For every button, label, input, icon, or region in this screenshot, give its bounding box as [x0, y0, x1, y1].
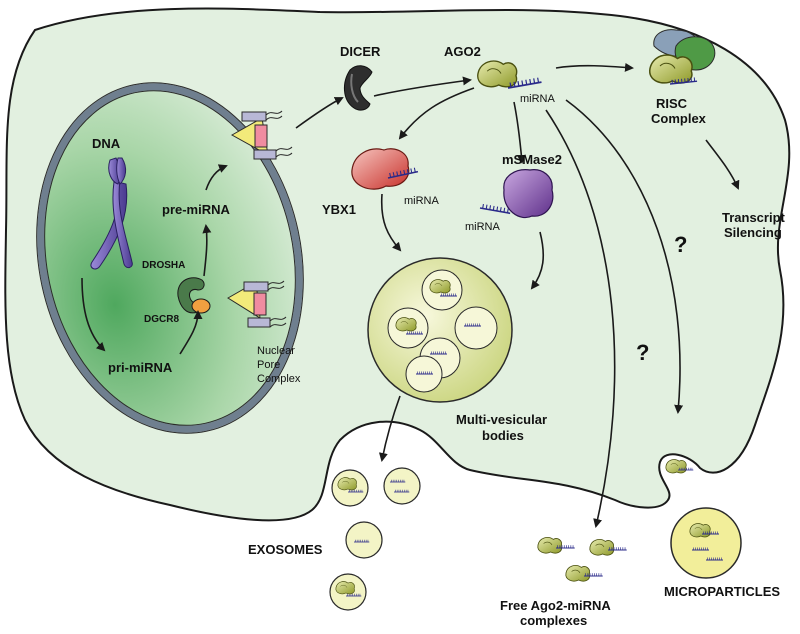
label-nuclear-pore-1: Nuclear	[257, 345, 295, 357]
arrow-drosha-to-pre	[202, 224, 212, 277]
question-mark-free: ?	[636, 340, 649, 365]
ybx1-protein-icon	[351, 148, 410, 190]
free-ago2-mirna-complexes	[537, 537, 628, 582]
label-risc-1: RISC	[656, 96, 688, 111]
msmase2-protein-icon	[503, 169, 554, 219]
question-mark-microparticle: ?	[674, 232, 687, 257]
budding-microparticle	[665, 459, 694, 474]
label-free-2: complexes	[520, 613, 587, 628]
ago2-protein-icon	[477, 60, 518, 88]
multivesicular-body	[367, 257, 513, 403]
arrow-dna-to-pri	[81, 277, 106, 352]
label-risc-2: Complex	[651, 111, 707, 126]
label-dna: DNA	[92, 136, 121, 151]
arrow-pri-to-dgcr8	[179, 310, 203, 355]
label-mirna-ago2: miRNA	[520, 93, 555, 105]
nuclear-pore-complex-lower	[227, 280, 287, 328]
arrow-ago2-to-free	[545, 109, 616, 528]
dna-chromosome-icon	[90, 157, 133, 270]
label-mvb-1: Multi-vesicular	[456, 412, 547, 427]
label-mirna-msmase2: miRNA	[465, 221, 500, 233]
label-msmase2: mSMase2	[502, 152, 562, 167]
label-drosha: DROSHA	[142, 260, 185, 271]
arrow-dicer-to-ago2	[373, 76, 472, 97]
label-dgcr8: DGCR8	[144, 314, 179, 325]
label-nuclear-pore-2: Pore	[257, 359, 280, 371]
pathway-arrows	[81, 62, 740, 528]
label-transcript-2: Silencing	[724, 225, 782, 240]
label-mvb-2: bodies	[482, 428, 524, 443]
label-ybx1: YBX1	[322, 202, 356, 217]
arrow-ago2-to-microparticle	[565, 99, 684, 414]
label-microparticles: MICROPARTICLES	[664, 584, 780, 599]
label-mirna-ybx1: miRNA	[404, 195, 439, 207]
dicer-icon	[344, 65, 373, 111]
arrow-msmase2-to-mvb	[530, 231, 545, 290]
label-ago2: AGO2	[444, 44, 481, 59]
label-dicer: DICER	[340, 44, 381, 59]
nuclear-pore-complex-upper	[230, 110, 293, 160]
label-pre-mirna: pre-miRNA	[162, 202, 231, 217]
label-transcript-1: Transcript	[722, 210, 786, 225]
arrow-ybx1-to-mvb	[380, 193, 402, 252]
risc-complex-icon	[648, 29, 716, 85]
exosome-vesicles	[329, 467, 421, 611]
arrow-ago2-to-msmase2	[513, 101, 526, 164]
arrow-ago2-to-ybx1	[398, 87, 475, 140]
arrow-mvb-to-exosomes	[378, 395, 401, 462]
arrow-ago2-to-risc	[555, 62, 634, 72]
label-pri-mirna: pri-miRNA	[108, 360, 173, 375]
label-nuclear-pore-3: Complex	[257, 373, 301, 385]
arrow-pre-to-pore	[205, 164, 228, 191]
arrow-pore-to-dicer	[295, 97, 344, 129]
microparticle-vesicle	[670, 507, 742, 579]
arrow-risc-to-silencing	[705, 139, 740, 190]
label-exosomes: EXOSOMES	[248, 542, 323, 557]
label-free-1: Free Ago2-miRNA	[500, 598, 611, 613]
